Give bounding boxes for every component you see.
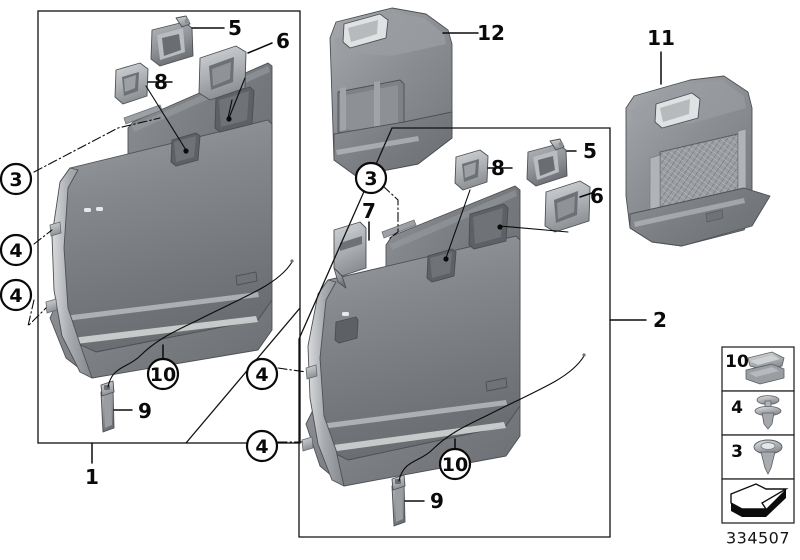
callout-circle-10-left <box>146 357 180 391</box>
part-7-bracket <box>333 221 367 289</box>
leader-6-left <box>247 42 273 54</box>
callout-4-left-upper-label: 4 <box>9 240 22 262</box>
callout-5-right-label: 5 <box>583 139 597 163</box>
callout-circle-4-left-lower <box>0 278 33 312</box>
part-12-cargo-trim <box>329 7 453 177</box>
callout-4-right-upper-label: 4 <box>255 364 268 386</box>
part-right-side-trim-panel <box>301 185 521 487</box>
callout-4-right-lower-label: 4 <box>255 436 268 458</box>
legend-4-number: 4 <box>731 398 743 418</box>
part-6-bezel-frame-left <box>198 45 247 101</box>
part-5-lashing-eye-right <box>526 138 568 187</box>
callout-2-label: 2 <box>653 308 667 332</box>
part-10-cable-right <box>398 355 585 482</box>
callout-12-label: 12 <box>477 21 505 45</box>
callout-circle-3-right <box>354 161 388 195</box>
part-6-bezel-frame-right <box>544 180 591 233</box>
legend-row-symbol <box>721 478 795 524</box>
callout-1-label: 1 <box>85 465 99 489</box>
callout-4-left-lower-label: 4 <box>9 285 22 307</box>
callout-circle-4-right-lower <box>245 429 279 463</box>
legend-3-number: 3 <box>731 442 743 462</box>
callout-circle-3-left <box>0 162 33 196</box>
metal-spring-clip-icon <box>745 351 785 385</box>
callout-7-label: 7 <box>362 199 376 223</box>
legend-row-4: 4 <box>721 390 795 436</box>
callout-5-left-label: 5 <box>228 16 242 40</box>
callout-8-left-label: 8 <box>154 70 168 94</box>
leader-6-right <box>579 192 593 198</box>
diagram-id-label: 334507 <box>726 529 790 548</box>
legend-row-10: 10 <box>721 346 795 392</box>
callout-6-left-label: 6 <box>276 29 290 53</box>
group-box-1 <box>37 10 301 444</box>
callout-circle-10-right <box>438 447 472 481</box>
part-9-catch-left <box>100 380 115 433</box>
callout-3-right-label: 3 <box>364 168 377 190</box>
part-10-cable-left <box>107 261 293 388</box>
callout-10-right-label: 10 <box>442 454 468 476</box>
part-5-lashing-eye-left <box>150 15 194 67</box>
grommet-plug-icon <box>753 439 783 475</box>
callout-9-left-label: 9 <box>138 399 152 423</box>
legend-10-number: 10 <box>725 352 749 372</box>
callout-6-right-label: 6 <box>590 184 604 208</box>
callout-11-label: 11 <box>647 26 675 50</box>
callout-9-right-label: 9 <box>430 489 444 513</box>
push-pin-rivet-icon <box>754 395 782 430</box>
part-left-side-trim-panel <box>45 62 273 379</box>
part-9-catch-right <box>391 474 406 527</box>
callout-10-left-label: 10 <box>150 364 176 386</box>
callout-circle-4-left-upper <box>0 233 33 267</box>
legend-row-3: 3 <box>721 434 795 480</box>
direction-arrow-icon <box>730 483 789 517</box>
part-11-partition-panel <box>625 75 771 247</box>
callout-circle-4-right-upper <box>245 357 279 391</box>
callout-3-left-label: 3 <box>9 169 22 191</box>
part-8-cover-right <box>454 149 489 191</box>
group-box-2 <box>298 127 611 538</box>
part-8-cover-left <box>114 62 149 105</box>
callout-8-right-label: 8 <box>491 156 505 180</box>
